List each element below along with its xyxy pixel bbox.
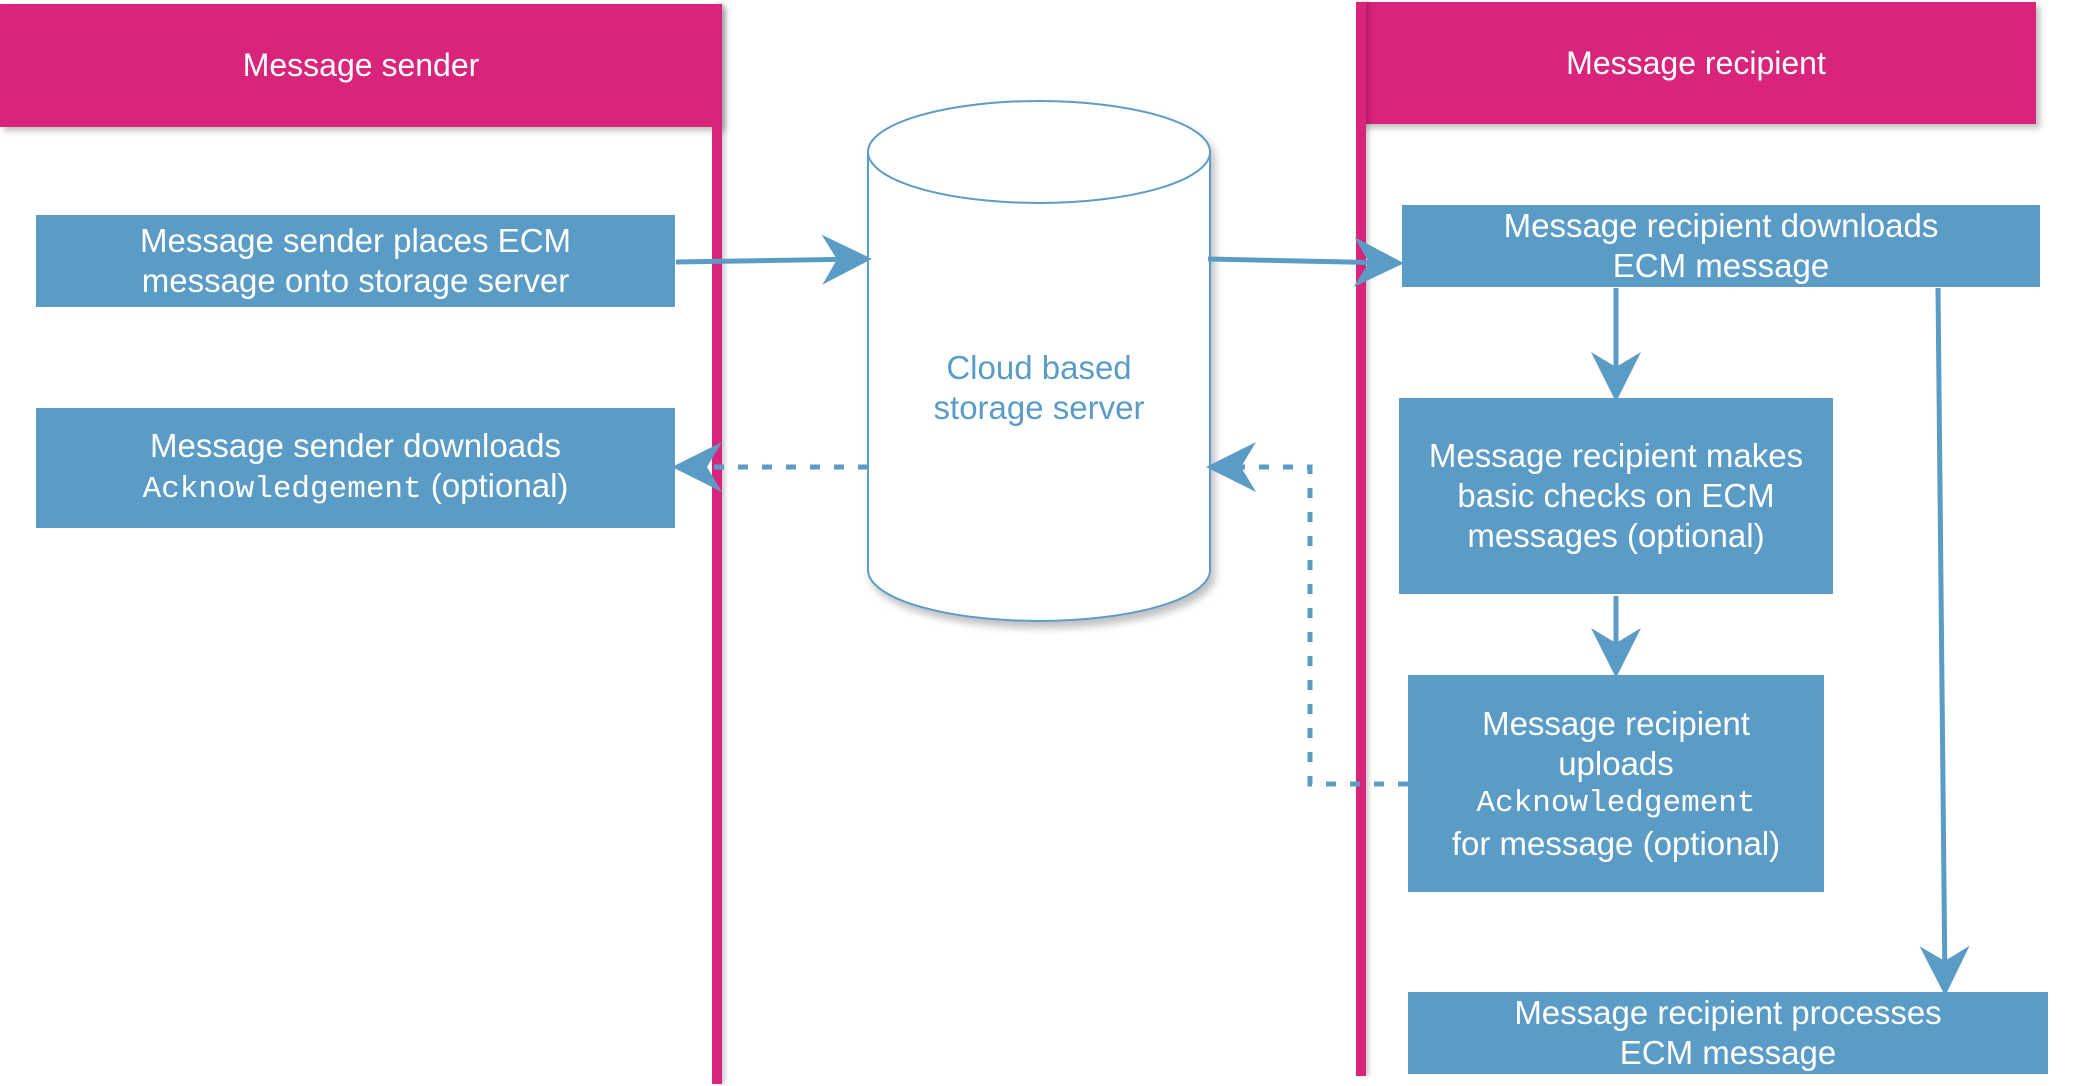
sender-lane-boundary bbox=[712, 4, 722, 1084]
sender-download-code: Acknowledgement bbox=[142, 472, 422, 507]
recipient-upload-line2: uploads bbox=[1558, 744, 1674, 782]
sender-lane-title: Message sender bbox=[242, 47, 480, 83]
arrow-storage-to-recipient bbox=[1207, 237, 1404, 288]
storage-server-cylinder bbox=[867, 100, 1211, 622]
sender-download-line2: Acknowledgement (optional) bbox=[143, 466, 569, 510]
sender-lane-header: Message sender bbox=[0, 4, 722, 127]
sender-place-line1: Message sender places ECM bbox=[139, 222, 572, 259]
recipient-download-line2: ECM message bbox=[1612, 247, 1830, 284]
recipient-checks-line3: messages (optional) bbox=[1467, 517, 1765, 554]
recipient-lane-title: Message recipient bbox=[1566, 44, 1826, 81]
arrow-download-to-process bbox=[1919, 287, 1970, 996]
sender-download-ack-box: Message sender downloads Acknowledgement… bbox=[36, 408, 675, 528]
recipient-process-box: Message recipient processes ECM message bbox=[1408, 992, 2048, 1074]
sender-download-line1: Message sender downloads bbox=[150, 427, 561, 464]
storage-label-line1: Cloud based bbox=[946, 349, 1132, 386]
recipient-upload-line1: Message recipient bbox=[1482, 704, 1750, 742]
sender-place-message-box: Message sender places ECM message onto s… bbox=[36, 215, 675, 307]
recipient-upload-ack-box: Message recipient uploads Acknowledgemen… bbox=[1408, 675, 1824, 892]
arrow-sender-to-storage bbox=[675, 234, 872, 285]
recipient-upload-line4: for message (optional) bbox=[1451, 824, 1781, 862]
storage-server-label: Cloud based storage server bbox=[888, 348, 1190, 428]
recipient-lane-header: Message recipient bbox=[1356, 2, 2036, 124]
sender-download-suffix: (optional) bbox=[421, 467, 569, 504]
arrow-recipient-ack-to-storage bbox=[1206, 442, 1408, 787]
recipient-checks-line2: basic checks on ECM bbox=[1457, 477, 1775, 514]
recipient-checks-box: Message recipient makes basic checks on … bbox=[1399, 398, 1833, 594]
recipient-upload-code: Acknowledgement bbox=[1476, 785, 1756, 821]
recipient-process-line2: ECM message bbox=[1619, 1034, 1837, 1071]
recipient-lane-boundary bbox=[1356, 2, 1366, 1076]
recipient-download-line1: Message recipient downloads bbox=[1503, 207, 1939, 244]
recipient-process-line1: Message recipient processes bbox=[1514, 994, 1942, 1031]
recipient-download-box: Message recipient downloads ECM message bbox=[1402, 205, 2040, 287]
sender-place-line2: message onto storage server bbox=[141, 262, 570, 299]
storage-label-line2: storage server bbox=[933, 389, 1145, 426]
recipient-checks-line1: Message recipient makes bbox=[1428, 437, 1804, 474]
